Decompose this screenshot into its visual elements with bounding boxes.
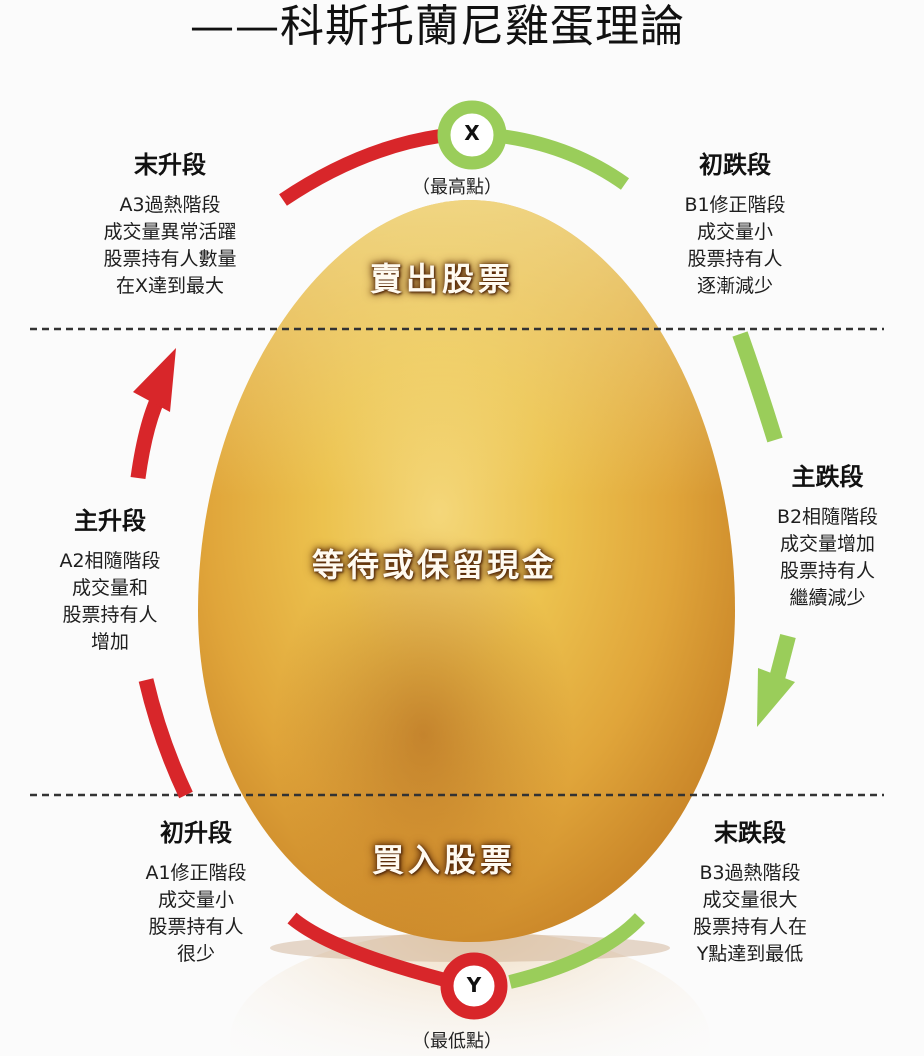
stage-desc-line: B2相隨階段 <box>776 506 879 528</box>
sell-stocks-label: 賣出股票 <box>370 260 515 298</box>
stage-name: 末跌段 <box>714 819 786 847</box>
stage-desc-line: 股票持有人數量 <box>103 248 237 270</box>
stage-a2-main-rise: 主升段 A2相隨階段 成交量和 股票持有人 增加 <box>30 506 190 656</box>
stage-desc-line: 成交量小 <box>157 889 234 911</box>
stage-name: 初升段 <box>160 819 232 847</box>
stage-desc-line: Y點達到最低 <box>696 943 804 965</box>
bottom-green-arc <box>508 913 646 989</box>
y-point-letter: Y <box>466 973 482 997</box>
stage-desc-line: A3過熱階段 <box>119 194 221 216</box>
stage-desc-line: A1修正階段 <box>145 862 247 884</box>
stage-desc-line: 成交量和 <box>71 577 148 599</box>
top-red-arc <box>279 129 442 206</box>
stage-desc-line: B3過熱階段 <box>699 862 801 884</box>
stage-desc-line: 繼續減少 <box>789 587 866 609</box>
diagram-title: ——科斯托蘭尼雞蛋理論 <box>190 1 685 52</box>
stage-name: 主跌段 <box>791 463 864 491</box>
stage-desc-line: B1修正階段 <box>684 194 786 216</box>
stage-desc-line: A2相隨階段 <box>59 550 161 572</box>
stage-name: 末升段 <box>134 151 206 179</box>
stage-desc-line: 增加 <box>90 631 129 653</box>
stage-desc-line: 成交量增加 <box>779 533 875 555</box>
x-point-ring <box>437 100 507 170</box>
wait-hold-cash-label: 等待或保留現金 <box>312 546 558 584</box>
left-red-segment <box>138 678 193 799</box>
stage-desc-line: 在X達到最大 <box>115 275 225 297</box>
stage-desc-line: 股票持有人 <box>687 248 783 270</box>
stage-b1-early-fall: 初跌段 B1修正階段 成交量小 股票持有人 逐漸減少 <box>650 150 820 300</box>
buy-stocks-label: 買入股票 <box>372 841 517 879</box>
stage-name: 初跌段 <box>699 151 771 179</box>
stage-desc-line: 成交量小 <box>696 221 773 243</box>
stage-desc-line: 股票持有人 <box>148 916 244 938</box>
stage-b2-main-fall: 主跌段 B2相隨階段 成交量增加 股票持有人 繼續減少 <box>745 462 910 612</box>
stage-desc-line: 股票持有人 <box>779 560 875 582</box>
right-green-segment <box>732 331 783 443</box>
stage-b3-late-fall: 末跌段 B3過熱階段 成交量很大 股票持有人在 Y點達到最低 <box>660 818 840 968</box>
top-green-arc <box>499 129 630 190</box>
highest-point-label: （最高點） <box>412 177 502 198</box>
egg <box>198 200 735 942</box>
lowest-point-label: （最低點） <box>412 1031 502 1052</box>
stage-name: 主升段 <box>74 507 146 535</box>
down-arrow-icon <box>757 633 796 727</box>
stage-desc-line: 很少 <box>176 943 215 965</box>
stage-desc-line: 股票持有人在 <box>692 916 807 938</box>
stage-a3-late-rise: 末升段 A3過熱階段 成交量異常活躍 股票持有人數量 在X達到最大 <box>70 150 270 300</box>
stage-desc-line: 股票持有人 <box>62 604 158 626</box>
bottom-red-arc <box>287 912 447 987</box>
stage-a1-early-rise: 初升段 A1修正階段 成交量小 股票持有人 很少 <box>116 818 276 968</box>
stage-desc-line: 成交量很大 <box>702 889 798 911</box>
x-point-letter: X <box>464 121 480 145</box>
stage-desc-line: 逐漸減少 <box>696 275 773 297</box>
up-arrow-icon <box>130 348 176 480</box>
stage-desc-line: 成交量異常活躍 <box>103 221 237 243</box>
y-point-ring <box>440 952 508 1020</box>
